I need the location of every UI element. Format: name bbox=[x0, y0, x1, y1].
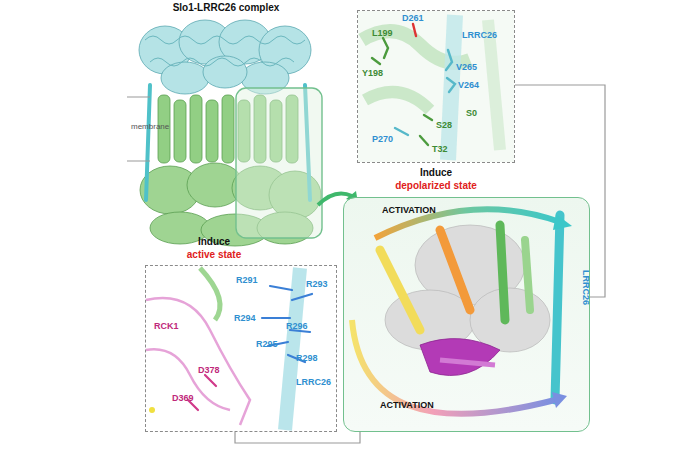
residue-label: D378 bbox=[198, 366, 220, 376]
shape-path bbox=[424, 115, 432, 120]
region-label: membrane bbox=[131, 123, 169, 132]
shape-path bbox=[380, 250, 420, 330]
shape-rect bbox=[358, 11, 514, 162]
shape-path bbox=[440, 360, 495, 365]
residue-label: T32 bbox=[432, 145, 448, 155]
shape-path bbox=[420, 339, 500, 376]
shape-path bbox=[205, 375, 216, 386]
residue-label: R295 bbox=[256, 340, 278, 350]
shape-path bbox=[150, 58, 294, 66]
inset-depolarized-art bbox=[358, 11, 514, 162]
shape-path bbox=[525, 240, 530, 310]
bracket-connector bbox=[515, 85, 605, 297]
shape-path bbox=[448, 15, 455, 160]
shape-path bbox=[146, 349, 230, 410]
shape-path bbox=[127, 97, 150, 98]
shape-path bbox=[446, 50, 452, 70]
lrrc26-extracellular bbox=[139, 20, 311, 94]
shape-path bbox=[395, 128, 408, 135]
inset-active-art bbox=[146, 268, 312, 430]
residue-label: V264 bbox=[458, 81, 479, 91]
shape-path bbox=[413, 24, 416, 36]
inset-panel: L199D261LRRC26Y198V265V264S0S28P270T32In… bbox=[357, 10, 515, 163]
shape-g bbox=[385, 225, 550, 352]
state-label: Induce bbox=[198, 236, 230, 247]
shape-g bbox=[372, 24, 455, 145]
shape-path bbox=[146, 85, 150, 200]
shape-path bbox=[285, 268, 300, 430]
residue-label: D369 bbox=[172, 394, 194, 404]
shape-path bbox=[127, 161, 150, 162]
shape-path bbox=[383, 38, 388, 58]
shape-circle bbox=[149, 407, 155, 413]
residue-label: R293 bbox=[306, 280, 328, 290]
inset-panel: R291 R293R294R296R295R298LRRC26 RCK1D378D3… bbox=[145, 265, 337, 432]
shape-path bbox=[200, 268, 220, 320]
residue-label: R296 bbox=[286, 322, 308, 332]
residue-label: S0 bbox=[466, 109, 477, 119]
shape-path bbox=[262, 317, 290, 319]
shape-path bbox=[352, 320, 555, 414]
shape-path bbox=[500, 225, 505, 320]
shape-path bbox=[365, 92, 430, 110]
residue-label: R294 bbox=[234, 314, 256, 324]
shape-rect bbox=[344, 198, 589, 431]
figure-title: Slo1-LRRC26 complex bbox=[173, 2, 280, 13]
bracket-connector bbox=[235, 432, 360, 443]
activation-panel-art bbox=[344, 198, 589, 431]
residue-label: S28 bbox=[436, 121, 452, 131]
residue-label: L199 bbox=[372, 29, 393, 39]
shape-polygon bbox=[553, 214, 572, 230]
state-label: Induce bbox=[420, 167, 452, 178]
residue-label: Y198 bbox=[362, 69, 383, 79]
shape-ellipse bbox=[161, 62, 209, 94]
shape-path bbox=[145, 36, 305, 44]
highlight-region bbox=[236, 88, 322, 238]
shape-path bbox=[372, 58, 380, 64]
shape-rect bbox=[222, 95, 234, 163]
residue-label: ACTIVATION bbox=[382, 206, 436, 216]
residue-label: V265 bbox=[456, 63, 477, 73]
shape-ellipse bbox=[203, 56, 247, 88]
activation-panel: ACTIVATIONLRRC26ACTIVATION bbox=[343, 197, 590, 432]
shape-g bbox=[262, 286, 312, 362]
shape-path bbox=[555, 215, 560, 400]
residue-label: ACTIVATION bbox=[380, 401, 434, 411]
shape-path bbox=[447, 78, 455, 92]
state-label: active state bbox=[187, 249, 241, 260]
shape-rect bbox=[190, 95, 202, 163]
residue-label: RCK1 bbox=[154, 322, 179, 332]
shape-path bbox=[440, 230, 470, 310]
shape-polyline bbox=[235, 432, 360, 443]
residue-label: R298 bbox=[296, 354, 318, 364]
residue-label: D261 bbox=[402, 14, 424, 24]
shape-polygon bbox=[552, 392, 567, 408]
shape-path bbox=[270, 286, 292, 290]
shape-path bbox=[292, 294, 312, 300]
residue-label: LRRC26 bbox=[296, 378, 331, 388]
state-label: depolarized state bbox=[395, 180, 477, 191]
residue-label: R291 bbox=[236, 276, 258, 286]
residue-label: LRRC26 bbox=[462, 31, 497, 41]
vertical-label: LRRC26 bbox=[580, 270, 590, 305]
shape-g bbox=[188, 375, 216, 410]
shape-path bbox=[420, 136, 428, 145]
helix-texture bbox=[145, 36, 305, 66]
shape-rect bbox=[206, 100, 218, 162]
shape-rect bbox=[174, 100, 186, 162]
residue-label: P270 bbox=[372, 135, 393, 145]
shape-polyline bbox=[515, 85, 605, 297]
